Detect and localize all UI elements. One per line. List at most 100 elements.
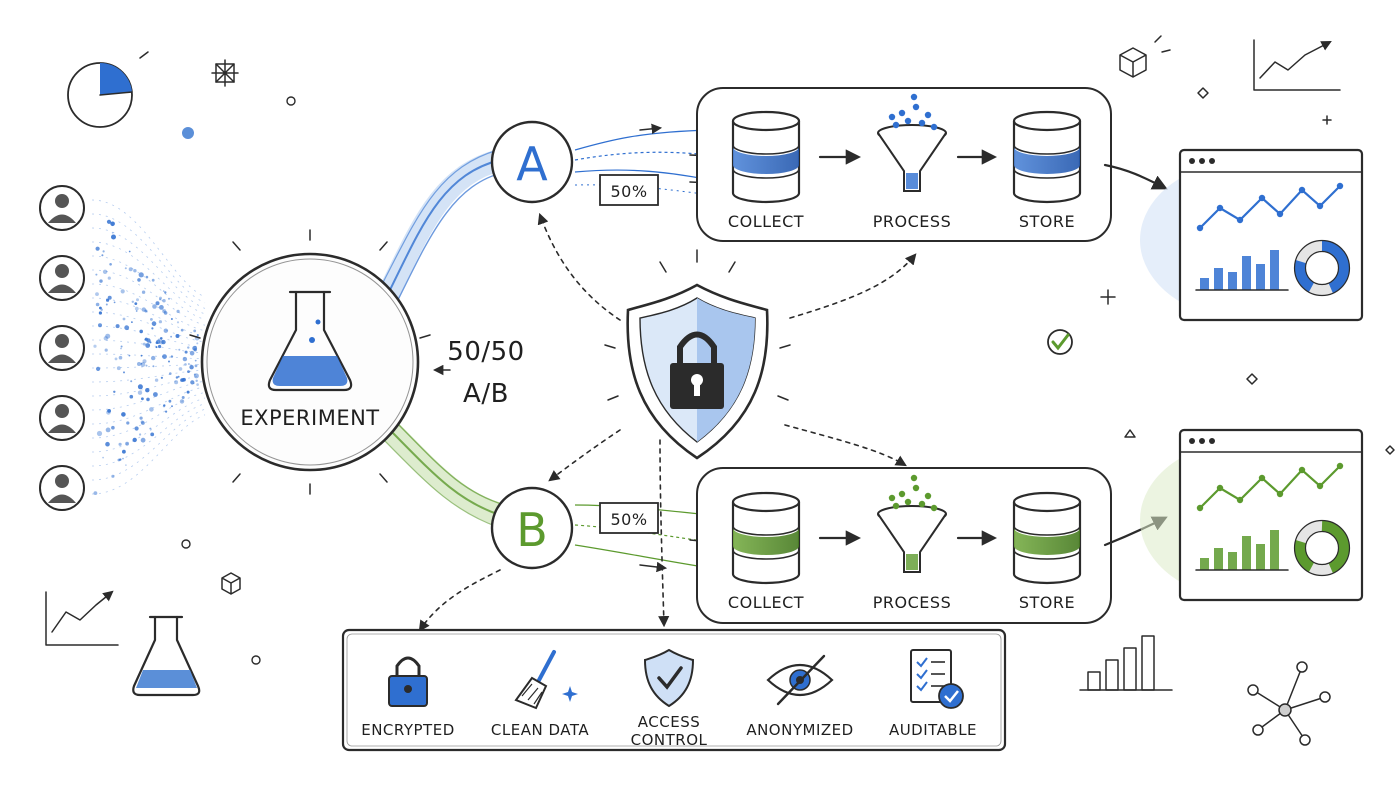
traffic-particle [151,321,157,326]
traffic-particle [153,392,158,397]
traffic-particle [171,405,173,408]
traffic-particle [159,337,163,340]
traffic-particle [120,289,125,294]
traffic-particle [124,267,127,270]
network-icon [1247,661,1331,746]
traffic-particle [111,425,115,430]
traffic-stream [91,325,206,348]
dashboard-bar [1270,530,1279,570]
traffic-particle [193,329,197,333]
traffic-particle [98,311,102,315]
traffic-particle [120,345,123,348]
funnel-icon [877,474,947,573]
traffic-particle [155,301,160,306]
dashboard-bar [1256,264,1265,290]
traffic-particle [146,397,150,402]
traffic-particle [170,318,173,320]
traffic-particle [144,309,148,313]
traffic-particle [154,378,159,382]
traffic-particle [102,250,105,253]
traffic-particle [105,303,108,306]
principle-item: ENCRYPTED [361,656,455,739]
traffic-particle [162,309,167,314]
flow-to-variant-b [374,414,511,528]
variant-b-share: 50% [599,502,659,534]
traffic-particle [178,348,181,351]
window-dot [1209,438,1215,444]
plus-mark [1100,289,1116,305]
traffic-particle [196,334,199,337]
traffic-particle [162,299,166,303]
traffic-particle [164,291,167,294]
traffic-particle [118,355,123,360]
traffic-particle [95,246,100,251]
traffic-stream [91,297,206,337]
dashboard-bar [1214,268,1223,290]
traffic-particle [134,302,138,305]
traffic-particle [137,390,143,395]
traffic-particle [120,347,122,350]
traffic-stream [91,364,206,369]
pipeline-step-label: PROCESS [873,212,951,231]
cube-icon [1119,35,1171,78]
decor-doodles [45,35,1395,746]
traffic-stream [91,241,206,315]
traffic-particle [124,325,130,331]
traffic-particle [128,250,131,253]
traffic-particle [139,329,143,334]
traffic-particle [151,327,154,330]
traffic-particle [152,304,157,309]
traffic-particle [113,301,116,304]
traffic-particle [186,390,190,394]
traffic-particle [95,292,99,296]
traffic-particle [151,355,156,361]
padlock-icon [388,656,428,707]
triangle-mark [1124,429,1136,438]
broom-icon [514,650,578,710]
traffic-particle [159,298,162,301]
traffic-particle [123,371,125,374]
traffic-particle [145,364,148,367]
traffic-particle [150,432,155,437]
traffic-particle [110,221,115,227]
traffic-particle [187,370,190,373]
principle-item: CLEAN DATA [491,650,589,739]
traffic-particle [115,324,120,329]
traffic-particle [102,269,108,274]
traffic-particle [180,378,185,382]
traffic-stream [91,283,206,332]
traffic-particle [150,318,153,321]
dashboard-bar [1242,256,1251,290]
traffic-particle [105,333,111,339]
traffic-stream [91,414,206,495]
traffic-particle [104,348,108,352]
traffic-particle [111,234,116,240]
principle-label: ENCRYPTED [361,721,455,739]
traffic-particle [169,372,172,375]
traffic-particle [107,409,111,413]
traffic-particle [99,279,103,283]
traffic-particle [145,388,150,393]
principle-item: AUDITABLE [889,649,977,739]
traffic-particle [106,298,110,302]
traffic-particle [174,380,179,385]
traffic-particle [170,335,173,338]
dashboard-bar [1256,544,1265,570]
pipeline-a: COLLECT PROCESS STORE [696,87,1112,242]
grid-sparkle-icon [211,59,239,87]
pipeline-step-label: STORE [1019,212,1075,231]
traffic-stream [91,392,206,439]
traffic-particle [189,350,195,356]
dashboard-b [1140,428,1364,602]
traffic-particle [105,441,110,447]
traffic-particle [137,278,141,282]
traffic-particle [95,273,98,276]
dashboard-bar [1242,536,1251,570]
variant-a-letter: A [516,137,548,191]
traffic-particle [170,355,174,358]
traffic-particle [106,219,112,224]
cube-icon [221,572,241,595]
pipeline-step-label: COLLECT [728,212,804,231]
